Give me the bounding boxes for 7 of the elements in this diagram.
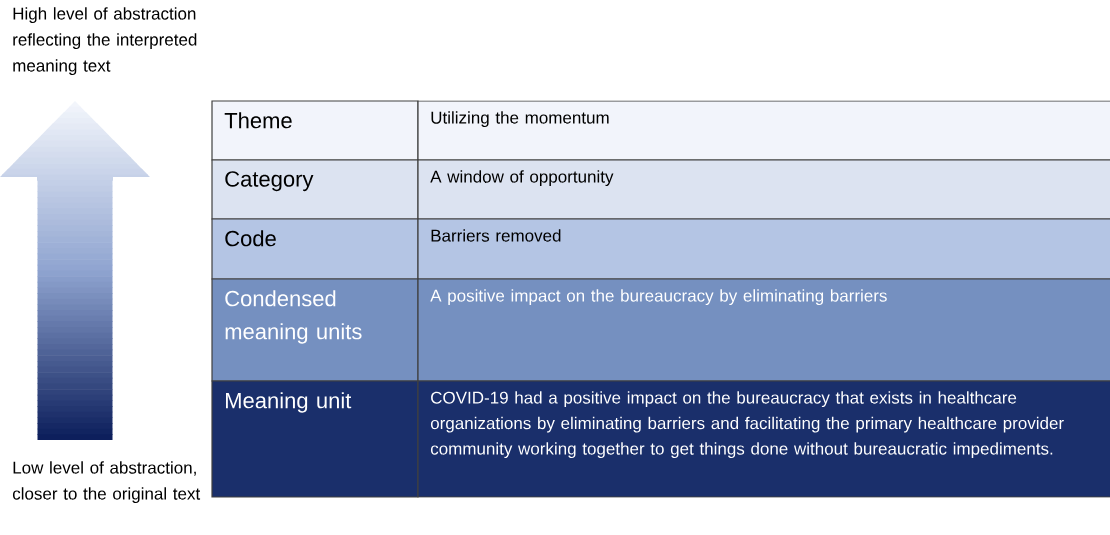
row-header: Condensed meaning units (211, 278, 419, 382)
row-header: Theme (211, 100, 419, 161)
row-header: Meaning unit (211, 380, 419, 498)
row-header: Code (211, 218, 419, 280)
axis-label: Low level of abstraction, closer to the original text (12, 461, 201, 504)
row-header: Category (211, 159, 419, 220)
axis-label: High level of abstraction reflecting the interpreted meaning text (13, 7, 197, 76)
